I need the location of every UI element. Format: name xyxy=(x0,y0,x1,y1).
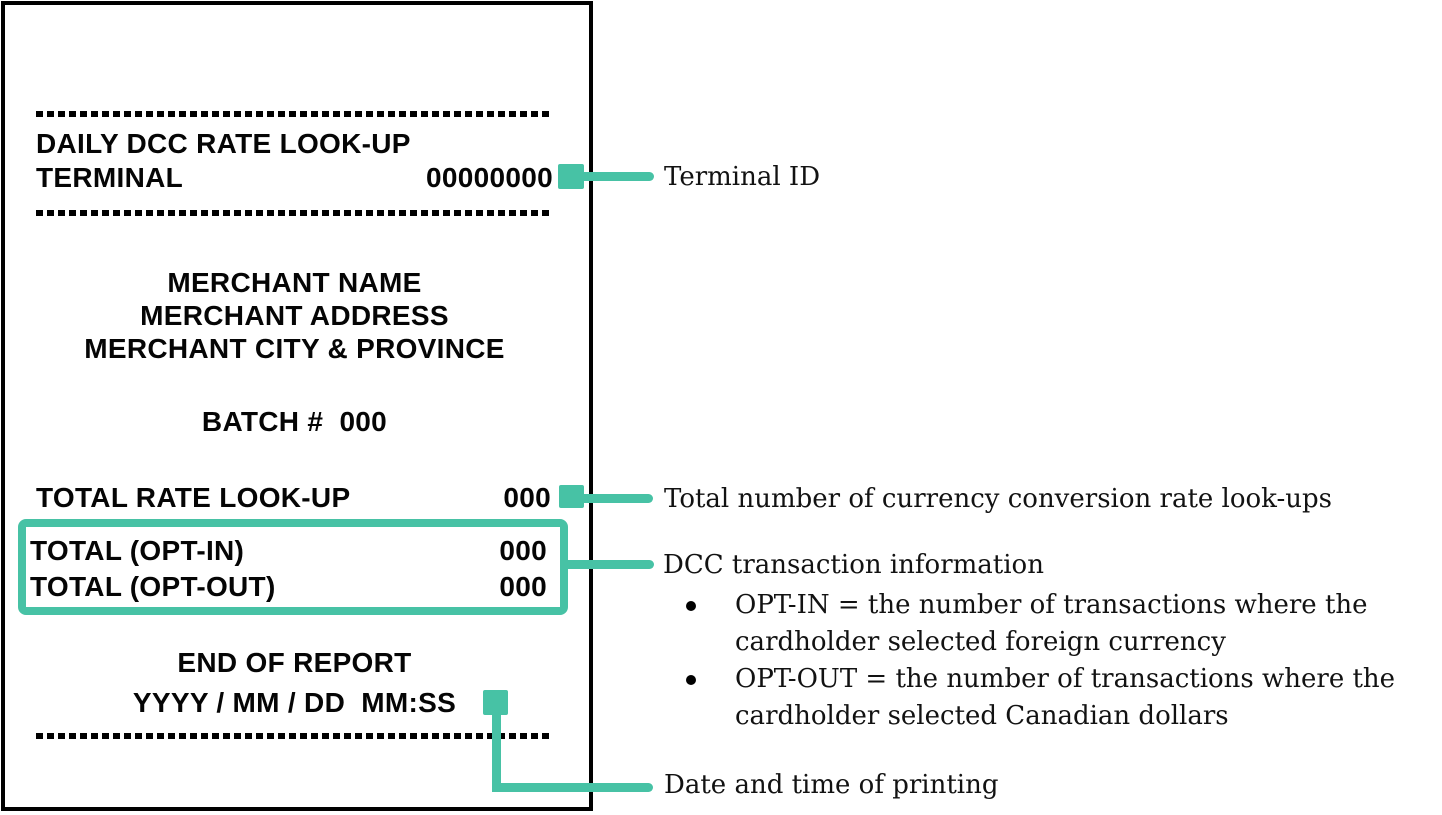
receipt-divider-header xyxy=(36,210,553,216)
bullet-icon xyxy=(686,675,696,685)
receipt-title: DAILY DCC RATE LOOK-UP xyxy=(36,128,411,159)
annotation-terminal-id: Terminal ID xyxy=(664,162,821,192)
receipt-divider-bottom xyxy=(36,733,553,739)
opt-in-value: 000 xyxy=(499,535,547,566)
bullet-item-opt-out: OPT-OUT = the number of transactions whe… xyxy=(664,661,1434,735)
terminal-marker-icon xyxy=(558,164,584,189)
opt-out-value: 000 xyxy=(499,571,547,602)
opt-out-row: TOTAL (OPT-OUT) 000 xyxy=(30,571,547,602)
total-rate-row: TOTAL RATE LOOK-UP 000 xyxy=(36,482,551,513)
rate-lookup-marker-icon xyxy=(559,485,584,508)
annotation-rate-lookups: Total number of currency conversion rate… xyxy=(664,484,1332,514)
merchant-name: MERCHANT NAME xyxy=(167,267,422,298)
receipt-panel xyxy=(1,1,593,811)
end-of-report: END OF REPORT xyxy=(177,647,412,678)
total-rate-label: TOTAL RATE LOOK-UP xyxy=(36,482,351,513)
bullet-text-opt-in: OPT-IN = the number of transactions wher… xyxy=(735,590,1368,657)
total-rate-value: 000 xyxy=(503,482,551,513)
merchant-address: MERCHANT ADDRESS xyxy=(140,300,449,331)
datetime-line: YYYY / MM / DD MM:SS xyxy=(132,687,457,718)
receipt-divider-top xyxy=(36,111,553,117)
bullet-text-opt-out: OPT-OUT = the number of transactions whe… xyxy=(735,664,1396,731)
terminal-connector-line xyxy=(581,172,654,181)
opt-in-label: TOTAL (OPT-IN) xyxy=(30,535,245,566)
datetime-connector-horizontal xyxy=(492,783,653,792)
annotation-dcc-title: DCC transaction information xyxy=(663,550,1044,580)
batch-line: BATCH # 000 xyxy=(201,406,388,437)
dcc-box-connector-line xyxy=(562,560,654,569)
bullet-item-opt-in: OPT-IN = the number of transactions wher… xyxy=(664,587,1434,661)
opt-out-label: TOTAL (OPT-OUT) xyxy=(30,571,276,602)
opt-in-row: TOTAL (OPT-IN) 000 xyxy=(30,535,547,566)
terminal-row: TERMINAL 00000000 xyxy=(36,162,553,193)
rate-lookup-connector-line xyxy=(581,494,653,503)
terminal-value: 00000000 xyxy=(426,162,553,193)
datetime-connector-vertical xyxy=(492,712,501,792)
bullet-icon xyxy=(686,601,696,611)
merchant-city-province: MERCHANT CITY & PROVINCE xyxy=(84,333,505,364)
terminal-label: TERMINAL xyxy=(36,162,184,193)
datetime-marker-icon xyxy=(483,690,508,715)
annotation-datetime: Date and time of printing xyxy=(664,770,999,800)
dcc-bullet-list: OPT-IN = the number of transactions wher… xyxy=(664,587,1434,735)
